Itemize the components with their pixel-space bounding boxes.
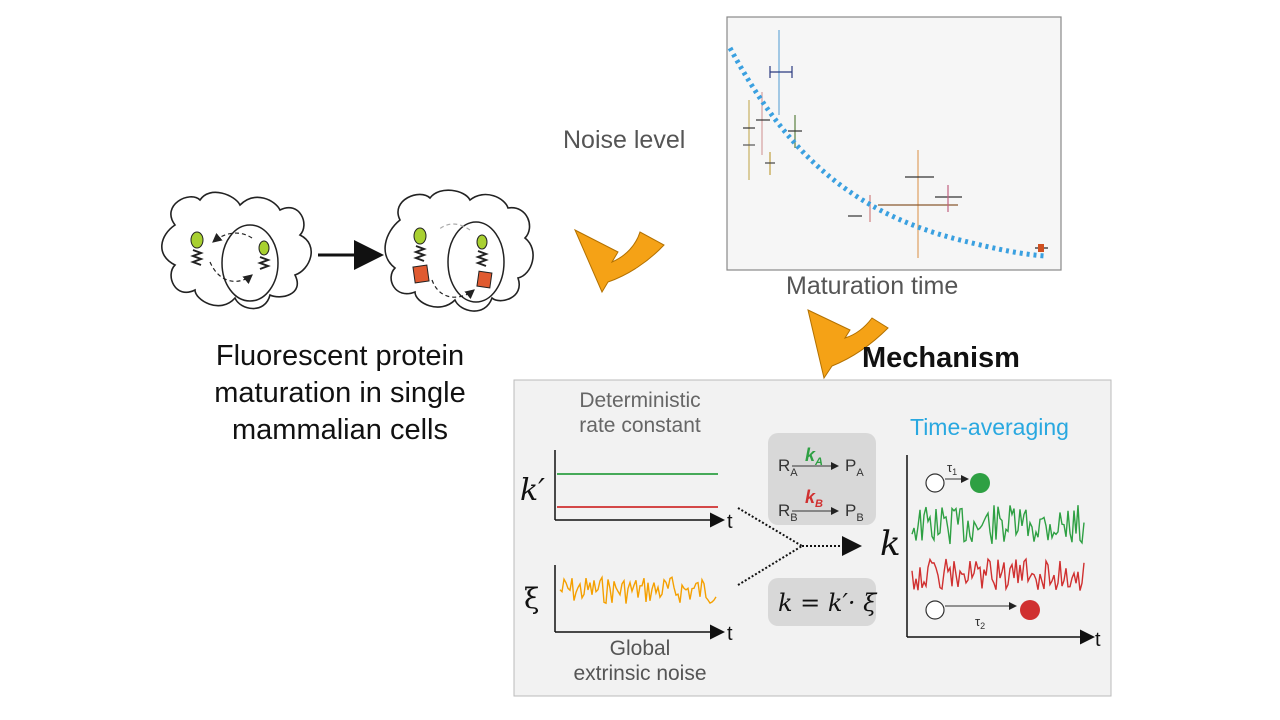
caption-line-1: Fluorescent protein [215, 340, 465, 372]
reactant-b: RB [778, 501, 798, 524]
k-label: k [880, 524, 901, 564]
tau1-marker [925, 473, 990, 493]
k-prime-label: k′ [520, 473, 545, 508]
deterministic-line-1: Deterministic [579, 389, 701, 412]
deterministic-line-2: rate constant [579, 414, 701, 437]
curved-arrow-icon [573, 228, 665, 294]
tau1-label: τ1 [947, 460, 957, 477]
deterministic-label: Deterministic rate constant [540, 388, 740, 438]
global-noise-label: Global extrinsic noise [540, 636, 740, 686]
k-trace-red [911, 557, 1085, 592]
mechanism-panel [513, 379, 1112, 697]
deterministic-axes [554, 450, 725, 528]
merge-lines [737, 507, 862, 586]
k-trace-green [911, 505, 1085, 545]
global-line-2: extrinsic noise [573, 662, 707, 685]
equation-text: k = k′· ξ [778, 589, 878, 617]
global-line-1: Global [609, 637, 671, 660]
gfp-protein-icon [190, 231, 271, 285]
caption-line-2: maturation in single [214, 377, 466, 409]
gfp-protein-icon [412, 223, 493, 300]
figure-caption: Fluorescent protein maturation in single… [150, 338, 530, 449]
cell-icon [161, 191, 312, 310]
caption-line-3: mammalian cells [232, 414, 448, 446]
scatter-plot-frame [726, 16, 1062, 271]
rate-kb: kB [805, 487, 823, 510]
tau2-label: τ2 [975, 614, 985, 631]
product-a: PA [845, 456, 864, 479]
curved-arrow-icon [807, 309, 889, 380]
xi-label: ξ [524, 582, 539, 615]
trend-curve [727, 46, 1046, 259]
equation-box [768, 578, 876, 626]
k-axes [906, 455, 1095, 645]
tau2-marker [925, 600, 1040, 620]
x-axis-label: Maturation time [786, 272, 959, 300]
cell-icon [384, 189, 534, 312]
t-label-bottom: t [727, 623, 733, 645]
t-label-right: t [1095, 629, 1101, 651]
noise-axes [554, 565, 725, 640]
product-b: PB [845, 501, 864, 524]
error-bars [743, 30, 1048, 258]
t-label-top: t [727, 511, 733, 533]
mechanism-title: Mechanism [862, 342, 1020, 374]
reaction-box [768, 433, 876, 525]
rate-ka: kA [805, 445, 823, 468]
noise-trace-orange [559, 575, 717, 605]
y-axis-label: Noise level [563, 126, 686, 154]
reactant-a: RA [778, 456, 798, 479]
time-averaging-label: Time-averaging [910, 414, 1069, 440]
